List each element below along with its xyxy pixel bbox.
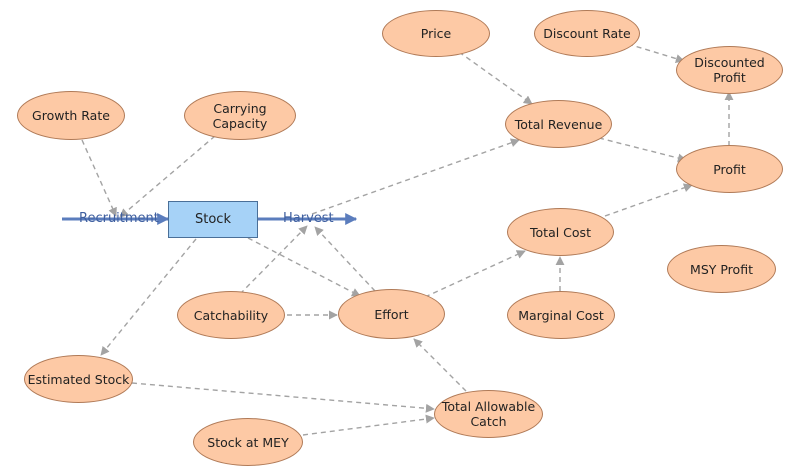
node-carrying-capacity[interactable]: Carrying Capacity	[184, 91, 296, 140]
recruitment-flow-label[interactable]: Recruitment	[79, 211, 159, 226]
node-estimated-stock[interactable]: Estimated Stock	[24, 355, 133, 403]
link-effort-to-total-cost	[424, 250, 526, 298]
node-stock-at-mey[interactable]: Stock at MEY	[193, 418, 303, 466]
node-marginal-cost[interactable]: Marginal Cost	[507, 291, 615, 339]
node-profit[interactable]: Profit	[676, 145, 783, 193]
node-catchability[interactable]: Catchability	[177, 291, 285, 339]
link-price-to-total-revenue	[458, 51, 533, 105]
link-total-allowable-catch-to-effort	[413, 338, 467, 392]
link-catchability-to-harvest	[239, 225, 308, 295]
node-discount-rate[interactable]: Discount Rate	[534, 10, 640, 57]
link-carrying-capacity-to-recruitment	[119, 135, 216, 218]
link-stock-to-effort	[247, 237, 361, 297]
link-stock-to-estimated-stock	[100, 238, 197, 356]
node-total-cost[interactable]: Total Cost	[507, 208, 614, 256]
node-msy-profit[interactable]: MSY Profit	[667, 245, 776, 293]
node-effort[interactable]: Effort	[338, 289, 445, 339]
node-total-allowable-catch[interactable]: Total Allowable Catch	[434, 390, 543, 438]
node-growth-rate[interactable]: Growth Rate	[17, 91, 125, 140]
link-stock-at-mey-to-total-allowable-catch	[302, 414, 435, 436]
harvest-flow-label[interactable]: Harvest	[283, 211, 334, 226]
link-total-revenue-to-profit	[598, 137, 687, 163]
link-harvest-to-total-revenue	[311, 138, 520, 215]
link-discount-rate-to-discounted-profit	[627, 43, 685, 63]
stock-box[interactable]: Stock	[168, 201, 258, 238]
node-price[interactable]: Price	[382, 10, 490, 57]
link-effort-to-harvest	[314, 226, 376, 292]
link-estimated-stock-to-total-allowable-catch	[131, 382, 435, 413]
node-total-revenue[interactable]: Total Revenue	[505, 100, 612, 148]
node-discounted-profit[interactable]: Discounted Profit	[676, 46, 783, 94]
stock-label: Stock	[195, 212, 231, 227]
link-growth-rate-to-recruitment	[81, 139, 117, 217]
link-total-cost-to-profit	[604, 183, 693, 217]
